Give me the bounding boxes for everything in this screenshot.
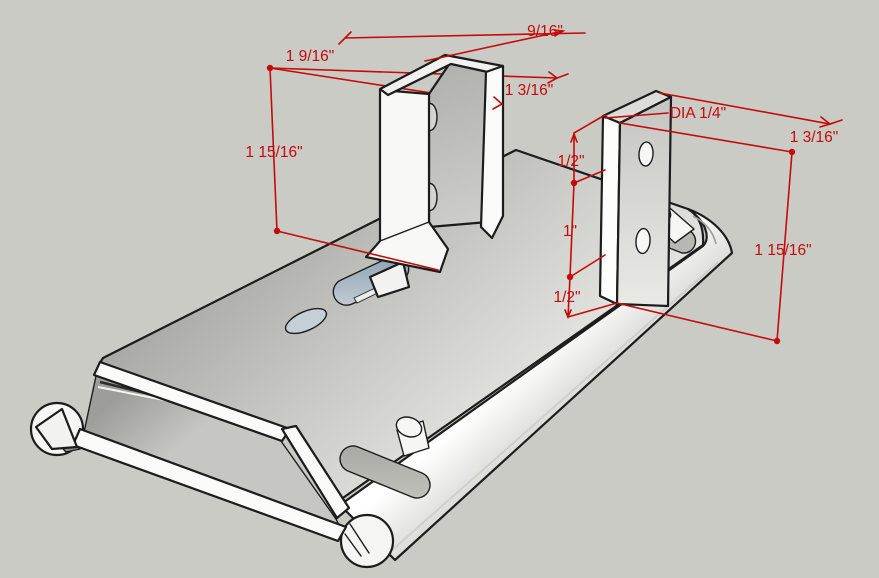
leader-line [616,302,778,342]
hem-roll-highlight [389,261,719,553]
hem-corner-roll-line [692,215,717,245]
channel-right-wall [479,64,505,240]
dimension-label-tab-height: 1 15/16" [754,242,811,259]
leader-line [567,302,618,318]
right-tab-bracket [598,89,673,308]
clip-tip-flange [34,407,79,451]
clip-arm-lower [71,427,348,543]
right-tab-front-face [615,95,673,308]
arrowhead [819,116,832,128]
dimension-label-hole-spacing: 1" [563,223,577,240]
extension-line [424,30,564,62]
arrowhead [492,96,504,110]
leader-line [573,169,606,184]
dimension-line [269,67,278,232]
dimension-line [567,276,571,318]
left-spring-clip [29,360,351,543]
dimension-line [569,182,575,278]
channel-foot-fold [379,221,430,242]
dimension-label-tab-width: 1 3/16" [790,129,839,146]
dimension-point [773,337,781,345]
dimension-label-hole-diameter: DIA 1/4" [670,105,726,122]
dimension-point [788,148,796,156]
slot-front-roll-cap [395,416,423,438]
hem-roll-notch [344,523,370,557]
arrowhead [553,29,566,37]
dimension-label-hole-to-bottom: 1/2" [553,289,580,306]
arrowhead [570,131,578,143]
plate-slot-front [339,445,431,499]
extension-line [619,122,793,153]
channel-foot-tip [368,260,411,299]
channel-left-wall [364,88,450,274]
dimension-point [273,227,281,235]
tick-mark [338,31,352,45]
left-channel-bracket [364,53,505,299]
leader-line [276,230,439,271]
leader-line [573,114,606,134]
arrowhead [547,71,559,84]
dimension-point [266,64,274,72]
right-tab-hole-top [638,141,654,167]
dimension-label-channel-height: 1 15/16" [245,144,302,161]
dimension-point [570,179,578,187]
dimension-line [556,73,569,79]
dimension-points [266,64,796,345]
dimension-label-channel-top-width: 9/16" [527,23,563,40]
leader-line [604,112,669,119]
dimension-line [344,32,586,39]
clip-arm-upper [92,360,292,443]
dimension-label-channel-length: 1 9/16" [286,48,335,65]
dimension-point [566,273,574,281]
clip-knee-band [280,424,351,520]
plate-round-hole [284,307,328,335]
dimension-line [776,151,793,342]
channel-inner-face [427,61,490,229]
dimension-lines [269,29,843,342]
dimension-label-tab-top-to-hole: 1/2" [557,153,584,170]
leader-line [569,254,606,278]
hem-roll-end [339,513,395,569]
dimension-labels: 1 9/16" 9/16" 1 3/16" 1 15/16" DIA 1/4" … [245,23,838,306]
dimension-label-channel-front-width: 1 3/16" [505,82,554,99]
right-tab-hole-bottom [635,227,651,255]
